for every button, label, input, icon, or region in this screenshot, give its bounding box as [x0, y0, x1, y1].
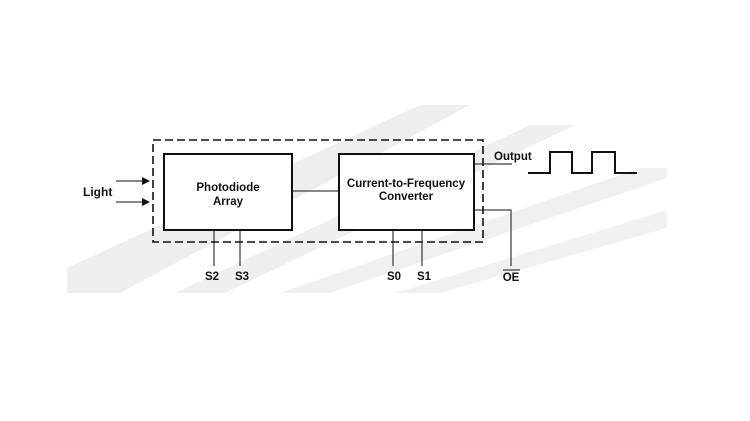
output-label: Output: [494, 151, 532, 163]
pin-oe-line: [474, 209, 512, 266]
converter-label-line2: Converter: [379, 191, 434, 203]
converter-label-line1: Current-to-Frequency: [347, 178, 466, 190]
pin-s1-label: S1: [417, 271, 432, 283]
photodiode-label-line2: Array: [213, 196, 244, 208]
light-label: Light: [83, 185, 112, 199]
pin-s2-label: S2: [205, 271, 219, 283]
pin-oe-label: OE: [503, 272, 520, 284]
stripe: [395, 210, 667, 293]
photodiode-label-line1: Photodiode: [196, 182, 259, 194]
pin-s3-label: S3: [235, 271, 249, 283]
pin-s0-label: S0: [387, 271, 401, 283]
arrow-right-icon: [142, 198, 150, 206]
arrow-right-icon: [142, 177, 150, 185]
photodiode-array-block: [163, 153, 293, 231]
converter-block: [338, 153, 475, 231]
square-wave-icon: [528, 151, 637, 174]
